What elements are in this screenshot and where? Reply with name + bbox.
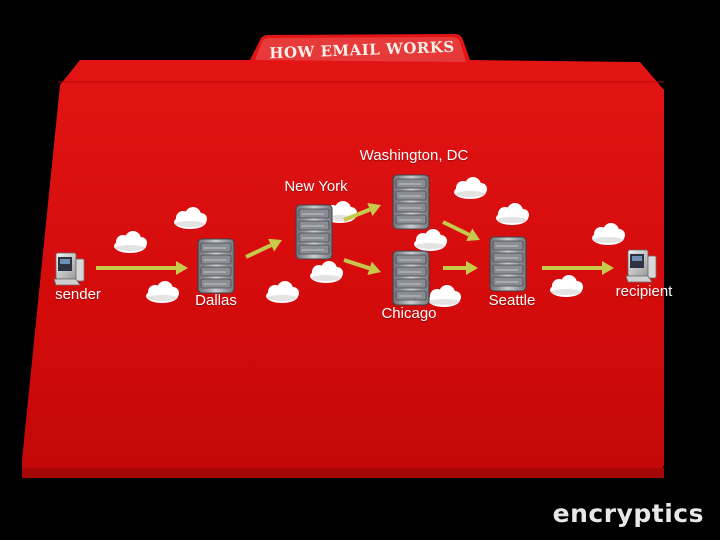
server-icon xyxy=(392,250,430,306)
folder-tab-highlight xyxy=(255,37,466,62)
arrow-dallas-to-new-york xyxy=(245,238,282,259)
node-label-seattle: Seattle xyxy=(488,292,536,309)
arrow-washington-dc-to-seattle xyxy=(442,220,480,242)
arrow-chicago-to-seattle xyxy=(443,261,478,275)
node-label-chicago: Chicago xyxy=(381,305,437,322)
node-label-sender: sender xyxy=(55,286,101,303)
brand-logo: encryptics xyxy=(552,499,704,528)
node-label-new-york: New York xyxy=(284,178,348,195)
server-icon xyxy=(295,204,333,260)
server-icon xyxy=(197,238,235,294)
node-label-recipient: recipient xyxy=(615,283,673,300)
arrow-new-york-to-washington-dc xyxy=(343,203,381,222)
folder-bottom-edge xyxy=(22,468,664,478)
arrow-new-york-to-chicago xyxy=(343,258,381,275)
server-icon xyxy=(392,174,430,230)
edges xyxy=(96,203,614,275)
arrow-sender-to-dallas xyxy=(96,261,188,275)
arrow-seattle-to-recipient xyxy=(542,261,614,275)
server-icon xyxy=(489,236,527,292)
node-label-dallas: Dallas xyxy=(195,292,237,309)
folder-body xyxy=(22,34,664,478)
node-label-washington-dc: Washington, DC xyxy=(359,147,469,164)
